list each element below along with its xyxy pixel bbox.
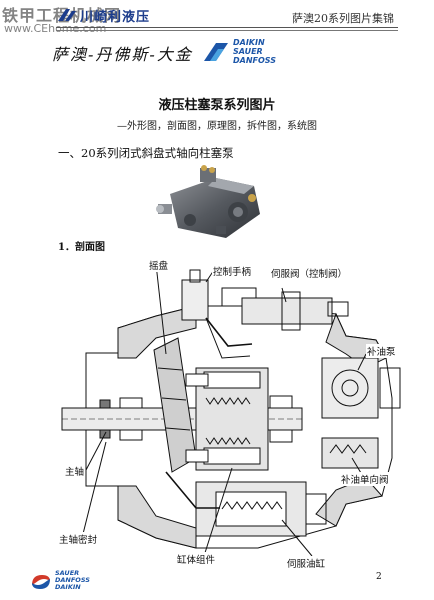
callout-cylinder-kit: 缸体组件 (176, 552, 217, 566)
callout-control-handle: 控制手柄 (212, 264, 253, 278)
callout-swashplate: 摇盘 (148, 258, 170, 272)
watermark-url: www.CEhome.com (4, 22, 107, 35)
banner-logo-line-1: DAIKIN (233, 38, 265, 47)
watermark-site-name: 铁甲工程机械网 (2, 6, 122, 25)
footer-logo-line-3: DAIKIN (55, 583, 81, 591)
page-number: 2 (376, 572, 382, 582)
footer-logo: SAUER DANFOSS DAIKIN (30, 570, 90, 591)
callout-charge-pump: 补油泵 (366, 344, 397, 358)
banner-logo-line-3: DANFOSS (233, 56, 277, 65)
banner-logo-line-2: SAUER (233, 47, 263, 56)
footer-logo-line-1: SAUER (55, 569, 80, 577)
header-title: 萨澳20系列图片集锦 (292, 12, 394, 25)
header-rule (56, 27, 398, 28)
callout-servo-valve: 伺服阀（控制阀） (270, 266, 349, 280)
brand-chinese-name: 萨澳-丹佛斯-大金 (52, 45, 193, 64)
section-heading: 一、20系列闭式斜盘式轴向柱塞泵 (58, 146, 234, 160)
header-brand: 川崎利液压 (58, 6, 151, 25)
callout-shaft-seal: 主轴密封 (58, 532, 99, 546)
callout-main-shaft: 主轴 (64, 464, 86, 478)
footer-logo-line-2: DANFOSS (55, 576, 90, 584)
pump-photo (156, 165, 260, 238)
figure-label: 1．剖面图 (58, 242, 105, 253)
document-title: 液压柱塞泵系列图片 (158, 98, 276, 113)
header-brand-name: 川崎利液压 (80, 9, 151, 25)
header-rule-thin (56, 30, 398, 31)
callout-servo-cylinder: 伺服油缸 (286, 556, 327, 570)
sauer-danfoss-logo-icon (32, 574, 50, 589)
brand-logo-icon (58, 7, 76, 23)
document-subtitle: —外形图，剖面图，原理图，拆件图，系统图 (117, 121, 317, 132)
pump-cross-section-diagram (61, 263, 401, 557)
daikin-logo-icon (204, 42, 228, 61)
callout-charge-check-valve: 补油单向阀 (340, 472, 390, 486)
daikin-sauer-danfoss-logo: DAIKIN SAUER DANFOSS (204, 38, 276, 65)
